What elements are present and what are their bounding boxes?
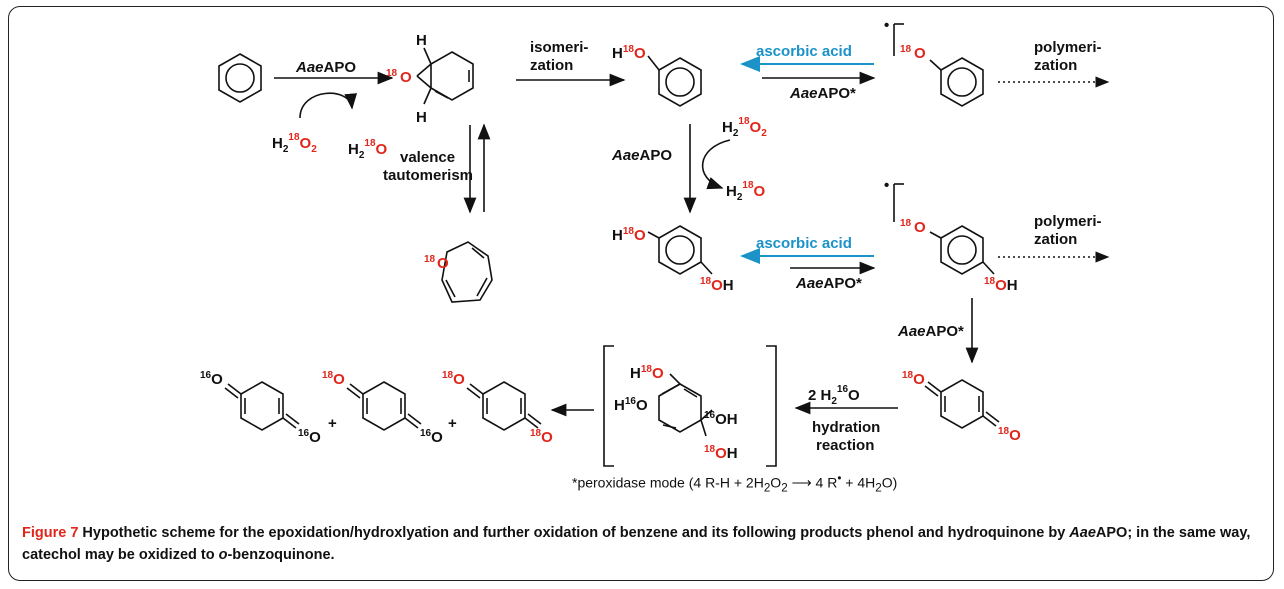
svg-text:AaeAPO*: AaeAPO* xyxy=(795,275,862,292)
svg-text:H: H xyxy=(416,32,427,49)
arrow-ascorbic-top: ascorbic acid AaeAPO* xyxy=(740,43,876,102)
svg-text:16OH: 16OH xyxy=(704,410,738,428)
svg-text:H16O: H16O xyxy=(614,396,648,414)
svg-text:H218O2: H218O2 xyxy=(722,116,767,139)
svg-text:•: • xyxy=(884,177,889,194)
svg-text:O: O xyxy=(400,69,412,86)
svg-text:valence: valence xyxy=(400,149,455,166)
svg-text:18: 18 xyxy=(900,44,912,55)
figure-caption: Figure 7 Hypothetic scheme for the epoxi… xyxy=(22,525,1251,563)
svg-text:H: H xyxy=(416,109,427,126)
svg-text:zation: zation xyxy=(1034,57,1077,74)
arrow-polymerization-middle: polymeri- zation xyxy=(998,213,1110,263)
svg-text:2 H216O: 2 H216O xyxy=(808,384,860,407)
footnote-arrow: ⟶ xyxy=(791,474,812,491)
benzoquinone-18o-molecule: 18O 18O xyxy=(902,370,1021,444)
arrow-hydroxylation: AaeAPO H218O2 H218O xyxy=(611,116,767,214)
arrow-polymerization-top: polymeri- zation xyxy=(998,39,1110,88)
svg-text:O: O xyxy=(914,219,926,236)
svg-text:O: O xyxy=(437,255,449,272)
h2-18o-label-1: H218O xyxy=(348,138,388,161)
svg-text:AaeAPO*: AaeAPO* xyxy=(897,323,964,340)
svg-text:H18O: H18O xyxy=(630,364,664,382)
benzoquinone-16o-16o-molecule: 16O 16O xyxy=(200,370,321,446)
svg-text:18: 18 xyxy=(900,218,912,229)
plus-sign-1: + xyxy=(328,415,337,432)
svg-text:isomeri-: isomeri- xyxy=(530,39,588,56)
benzoquinone-18o-18o-molecule: 18O 18O xyxy=(442,370,553,446)
phenoxyl-radical-molecule: • 18 O xyxy=(884,17,984,107)
gem-diol-intermediate: H18O H16O 16OH 18OH xyxy=(603,345,777,467)
benzene-molecule xyxy=(218,53,262,103)
arrow-epoxidation: AaeAPO H218O2 H218O xyxy=(272,59,394,161)
svg-text:zation: zation xyxy=(1034,231,1077,248)
svg-text:18: 18 xyxy=(424,254,436,265)
svg-text:16O: 16O xyxy=(200,370,223,388)
svg-text:16O: 16O xyxy=(420,428,443,446)
svg-text:•: • xyxy=(884,17,889,34)
semiquinone-radical-molecule: • 18 O 18OH xyxy=(884,177,1018,294)
figure-frame xyxy=(8,6,1274,581)
hydroquinone-molecule: H18O 18OH xyxy=(612,225,734,294)
reaction-scheme: AaeAPO H218O2 H218O H H 18 O isomeri- za… xyxy=(200,17,1110,467)
svg-text:18O: 18O xyxy=(322,370,345,388)
svg-text:18O: 18O xyxy=(998,426,1021,444)
svg-text:hydration: hydration xyxy=(812,419,880,436)
oxepin-molecule: 18 O xyxy=(424,241,493,303)
svg-text:polymeri-: polymeri- xyxy=(1034,213,1102,230)
svg-text:AaeAPO*: AaeAPO* xyxy=(789,85,856,102)
arrow-quinone-formation: AaeAPO* xyxy=(897,298,979,364)
svg-text:zation: zation xyxy=(530,57,573,74)
peroxidase-footnote: *peroxidase mode (4 R-H + 2H2O2 ⟶ 4 R• +… xyxy=(572,472,898,495)
h2-18o2-label-1: H218O2 xyxy=(272,132,317,155)
arrow-valence-tautomerism: valence tautomerism xyxy=(383,123,491,214)
svg-text:reaction: reaction xyxy=(816,437,874,454)
svg-text:ascorbic acid: ascorbic acid xyxy=(756,43,852,60)
svg-text:tautomerism: tautomerism xyxy=(383,167,473,184)
aaeapo-label-1: AaeAPO xyxy=(295,59,356,76)
svg-text:ascorbic acid: ascorbic acid xyxy=(756,235,852,252)
svg-text:18OH: 18OH xyxy=(984,276,1018,294)
svg-text:H18O: H18O xyxy=(612,44,646,62)
plus-sign-2: + xyxy=(448,415,457,432)
svg-text:H218O: H218O xyxy=(726,180,766,203)
benzene-oxide-molecule: H H 18 O xyxy=(386,32,474,126)
svg-text:polymeri-: polymeri- xyxy=(1034,39,1102,56)
phenol-molecule: H18O xyxy=(612,44,702,107)
benzoquinone-18o-16o-molecule: 18O 16O xyxy=(322,370,443,446)
arrow-isomerization: isomeri- zation xyxy=(516,39,626,87)
svg-text:18OH: 18OH xyxy=(704,444,738,462)
svg-text:AaeAPO: AaeAPO xyxy=(611,147,672,164)
arrow-hydration: 2 H216O hydration reaction xyxy=(794,384,898,454)
svg-text:18OH: 18OH xyxy=(700,276,734,294)
svg-text:18O: 18O xyxy=(902,370,925,388)
svg-text:18O: 18O xyxy=(442,370,465,388)
svg-text:H18O: H18O xyxy=(612,226,646,244)
svg-text:18: 18 xyxy=(386,68,398,79)
svg-text:O: O xyxy=(914,45,926,62)
svg-text:16O: 16O xyxy=(298,428,321,446)
svg-text:18O: 18O xyxy=(530,428,553,446)
arrow-ascorbic-middle: ascorbic acid AaeAPO* xyxy=(740,235,876,292)
